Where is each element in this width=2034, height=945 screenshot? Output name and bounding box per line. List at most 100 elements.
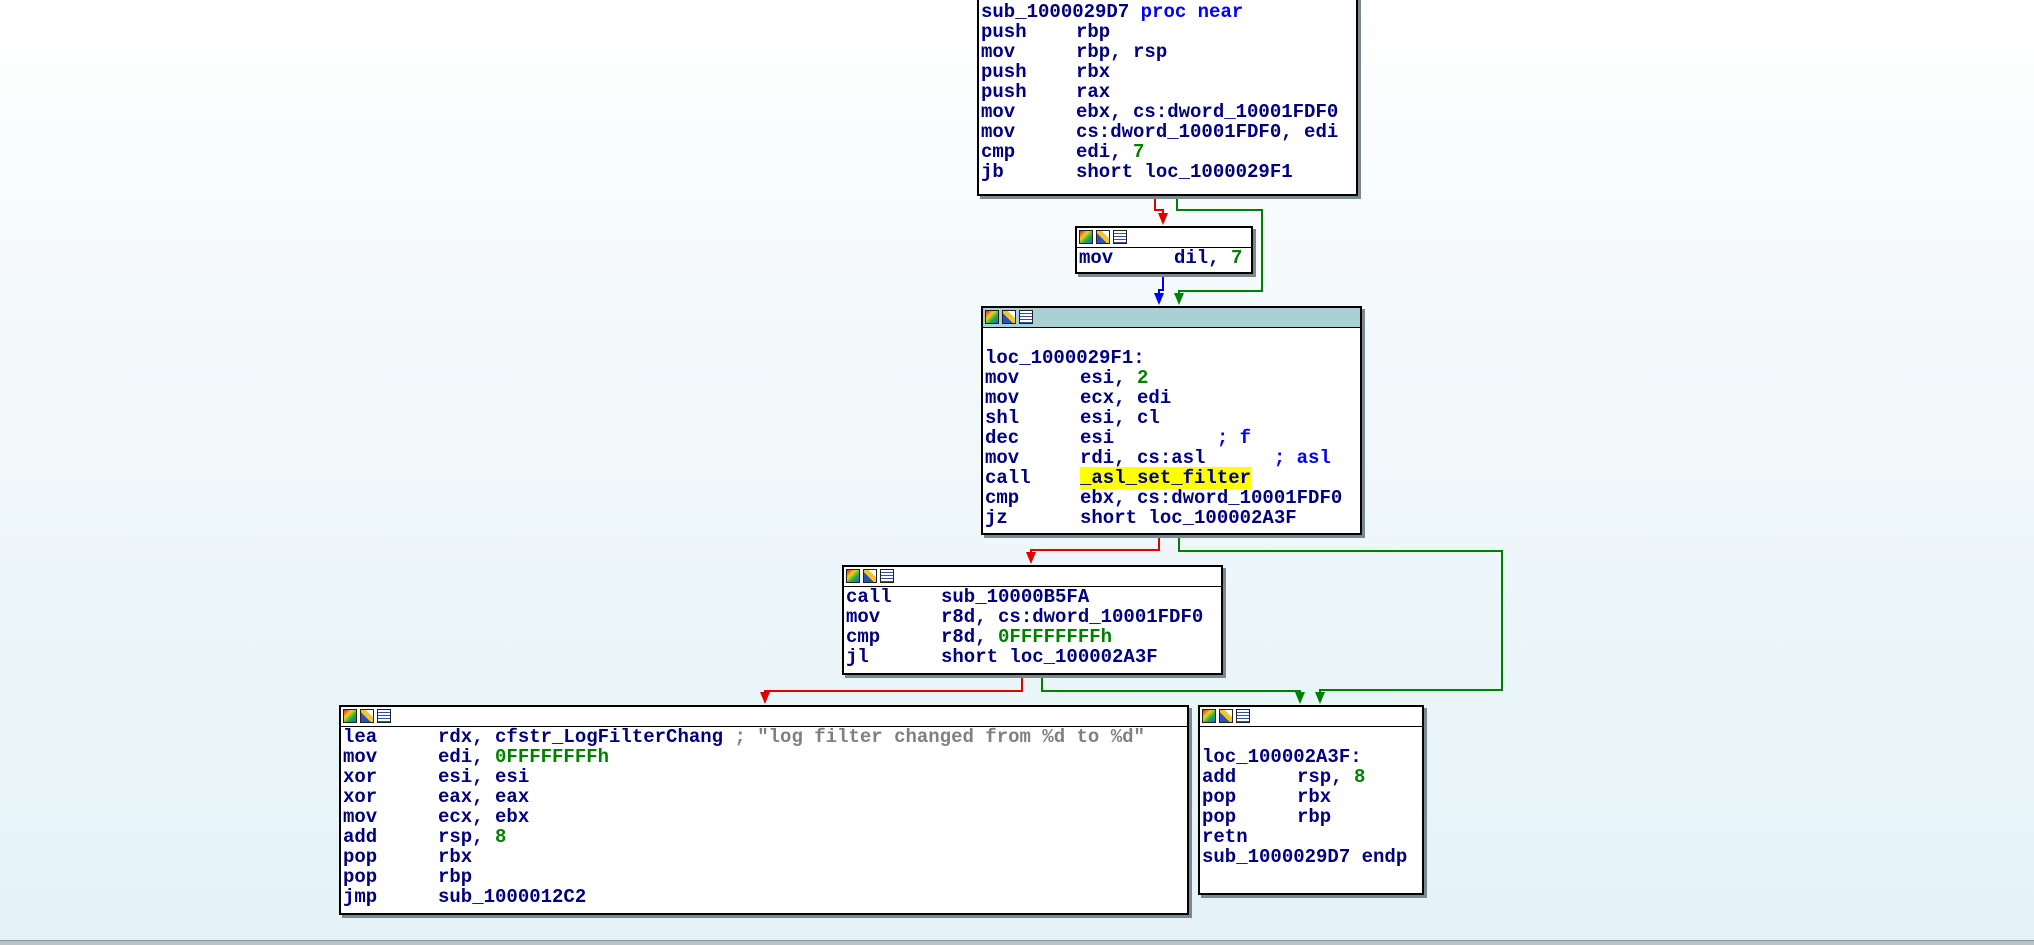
- edge-loc-1000029F1-to-loc-100002A3F-arrowhead: [1315, 692, 1325, 704]
- asm-line[interactable]: retn: [1200, 827, 1422, 847]
- graph-overview-icon[interactable]: [1202, 709, 1216, 723]
- asm-line[interactable]: push rax: [979, 82, 1356, 102]
- operand: rbp, rsp: [1076, 41, 1168, 63]
- edge-call-to-loc-100002A3F[interactable]: [1041, 675, 1301, 701]
- text-view-icon[interactable]: [377, 709, 391, 723]
- edit-pencil-icon[interactable]: [1002, 310, 1016, 324]
- asm-line[interactable]: loc_100002A3F:: [1200, 747, 1422, 767]
- text-view-icon[interactable]: [1236, 709, 1250, 723]
- block-header[interactable]: [844, 567, 1221, 587]
- graph-overview-icon[interactable]: [1079, 230, 1093, 244]
- operand: sub_10000B5FA: [941, 586, 1090, 608]
- block-header[interactable]: [341, 707, 1187, 727]
- mnemonic: mov: [985, 367, 1020, 389]
- edit-pencil-icon[interactable]: [1096, 230, 1110, 244]
- asm-line[interactable]: sub_1000029D7 endp: [1200, 847, 1422, 867]
- operand: rdi, cs:asl: [1080, 447, 1206, 469]
- asm-line[interactable]: call_asl_set_filter: [983, 467, 1360, 489]
- asm-line[interactable]: loc_1000029F1:: [983, 348, 1360, 368]
- text-view-icon[interactable]: [1113, 230, 1127, 244]
- edge-entry-to-loc-1000029F1[interactable]: [1176, 196, 1263, 302]
- operand: r8d,: [941, 626, 999, 648]
- mnemonic: mov: [343, 746, 378, 768]
- operand: rbp: [1076, 21, 1111, 43]
- edit-pencil-icon[interactable]: [360, 709, 374, 723]
- code-label[interactable]: loc_100002A3F:: [1202, 746, 1362, 768]
- operand: proc near: [1140, 1, 1244, 23]
- edge-loc-1000029F1-to-call[interactable]: [1030, 535, 1160, 561]
- mnemonic: cmp: [981, 141, 1016, 163]
- mnemonic: push: [981, 81, 1027, 103]
- highlighted-symbol[interactable]: _asl_set_filter: [1080, 467, 1252, 489]
- block-header[interactable]: [1077, 228, 1251, 248]
- operand: rbp: [1297, 806, 1332, 828]
- code-label[interactable]: loc_1000029F1:: [985, 347, 1145, 369]
- operand: edi,: [438, 746, 496, 768]
- edge-call-to-log-filter-arrowhead: [760, 692, 770, 704]
- edge-call-to-log-filter[interactable]: [764, 675, 1023, 701]
- horizontal-scrollbar[interactable]: [0, 940, 2034, 945]
- asm-line[interactable]: sub_1000029D7 proc near: [979, 2, 1356, 22]
- text-view-icon[interactable]: [1019, 310, 1033, 324]
- edit-pencil-icon[interactable]: [1219, 709, 1233, 723]
- mnemonic: mov: [985, 387, 1020, 409]
- graph-overview-icon[interactable]: [846, 569, 860, 583]
- mnemonic: pop: [343, 866, 378, 888]
- graph-overview-icon[interactable]: [343, 709, 357, 723]
- mnemonic: cmp: [846, 626, 881, 648]
- operand: rax: [1076, 81, 1111, 103]
- block-header-icons: [1202, 709, 1250, 723]
- graph-overview-icon[interactable]: [985, 310, 999, 324]
- operand: rbx: [1076, 61, 1111, 83]
- block-header[interactable]: [1200, 707, 1422, 727]
- text-view-icon[interactable]: [880, 569, 894, 583]
- block-header[interactable]: [983, 308, 1360, 328]
- operand: 2: [1137, 367, 1149, 389]
- mnemonic: sub_1000029D7: [981, 1, 1130, 23]
- code-label[interactable]: sub_1000029D7 endp: [1202, 846, 1408, 868]
- edit-pencil-icon[interactable]: [863, 569, 877, 583]
- edge-loc-1000029F1-to-loc-100002A3F[interactable]: [1178, 535, 1503, 701]
- block-header-icons: [343, 709, 391, 723]
- mnemonic: jmp: [343, 886, 378, 908]
